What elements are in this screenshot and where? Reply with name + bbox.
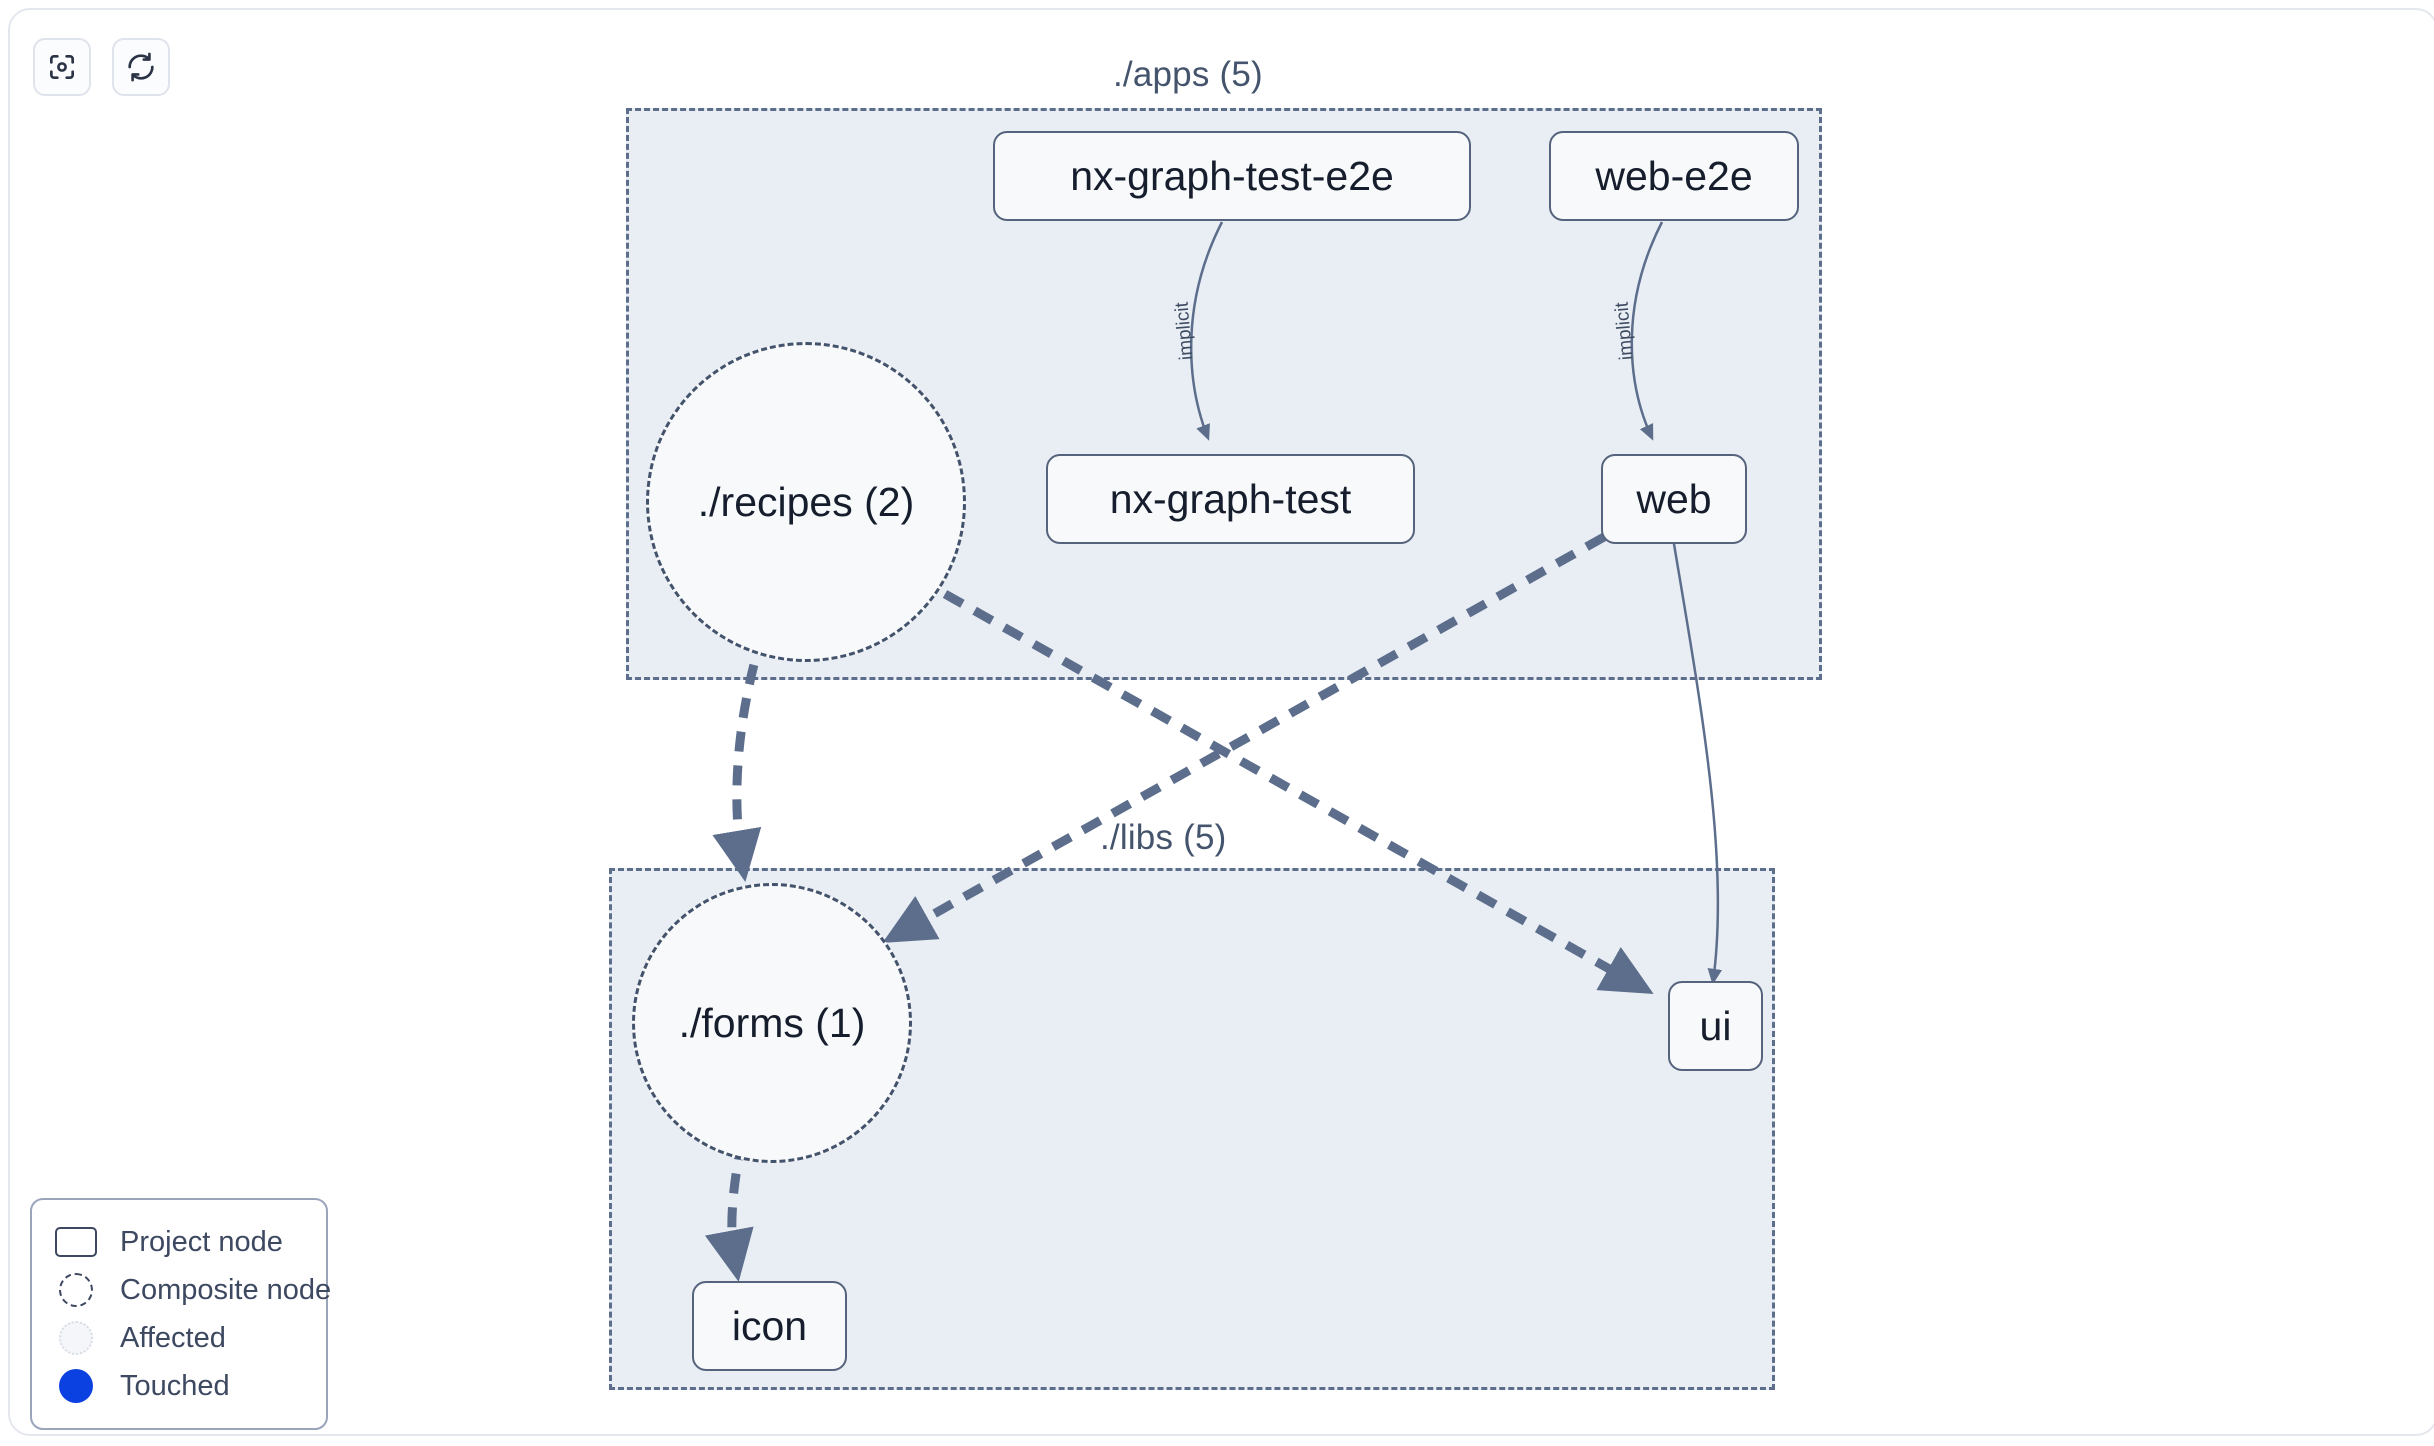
graph-legend: Project node Composite node Affected Tou… (30, 1198, 331, 1430)
legend-label-affected: Affected (120, 1321, 226, 1354)
node-web-e2e[interactable]: web-e2e (1549, 131, 1799, 221)
legend-item-touched: Touched (54, 1362, 306, 1410)
node-recipes[interactable]: ./recipes (2) (646, 342, 966, 662)
project-node-swatch (54, 1223, 98, 1261)
legend-item-project-node: Project node (54, 1218, 306, 1266)
node-web[interactable]: web (1601, 454, 1747, 544)
group-libs-label: ./libs (5) (1100, 818, 1227, 857)
graph-toolbar (33, 38, 170, 96)
refresh-graph-button[interactable] (112, 38, 170, 96)
touched-swatch (54, 1367, 98, 1405)
node-forms[interactable]: ./forms (1) (632, 883, 912, 1163)
node-nx-graph-test[interactable]: nx-graph-test (1046, 454, 1415, 544)
focus-target-icon (46, 51, 78, 83)
composite-node-swatch (54, 1271, 98, 1309)
legend-label-touched: Touched (120, 1369, 230, 1402)
affected-swatch (54, 1319, 98, 1357)
legend-label-composite-node: Composite node (120, 1273, 332, 1306)
node-nx-graph-test-e2e[interactable]: nx-graph-test-e2e (993, 131, 1471, 221)
group-apps-label: ./apps (5) (1113, 55, 1263, 94)
legend-label-project-node: Project node (120, 1225, 283, 1258)
node-icon[interactable]: icon (692, 1281, 847, 1371)
focus-graph-button[interactable] (33, 38, 91, 96)
refresh-icon (125, 51, 157, 83)
legend-item-affected: Affected (54, 1314, 306, 1362)
node-ui[interactable]: ui (1668, 981, 1763, 1071)
legend-item-composite-node: Composite node (54, 1266, 331, 1314)
